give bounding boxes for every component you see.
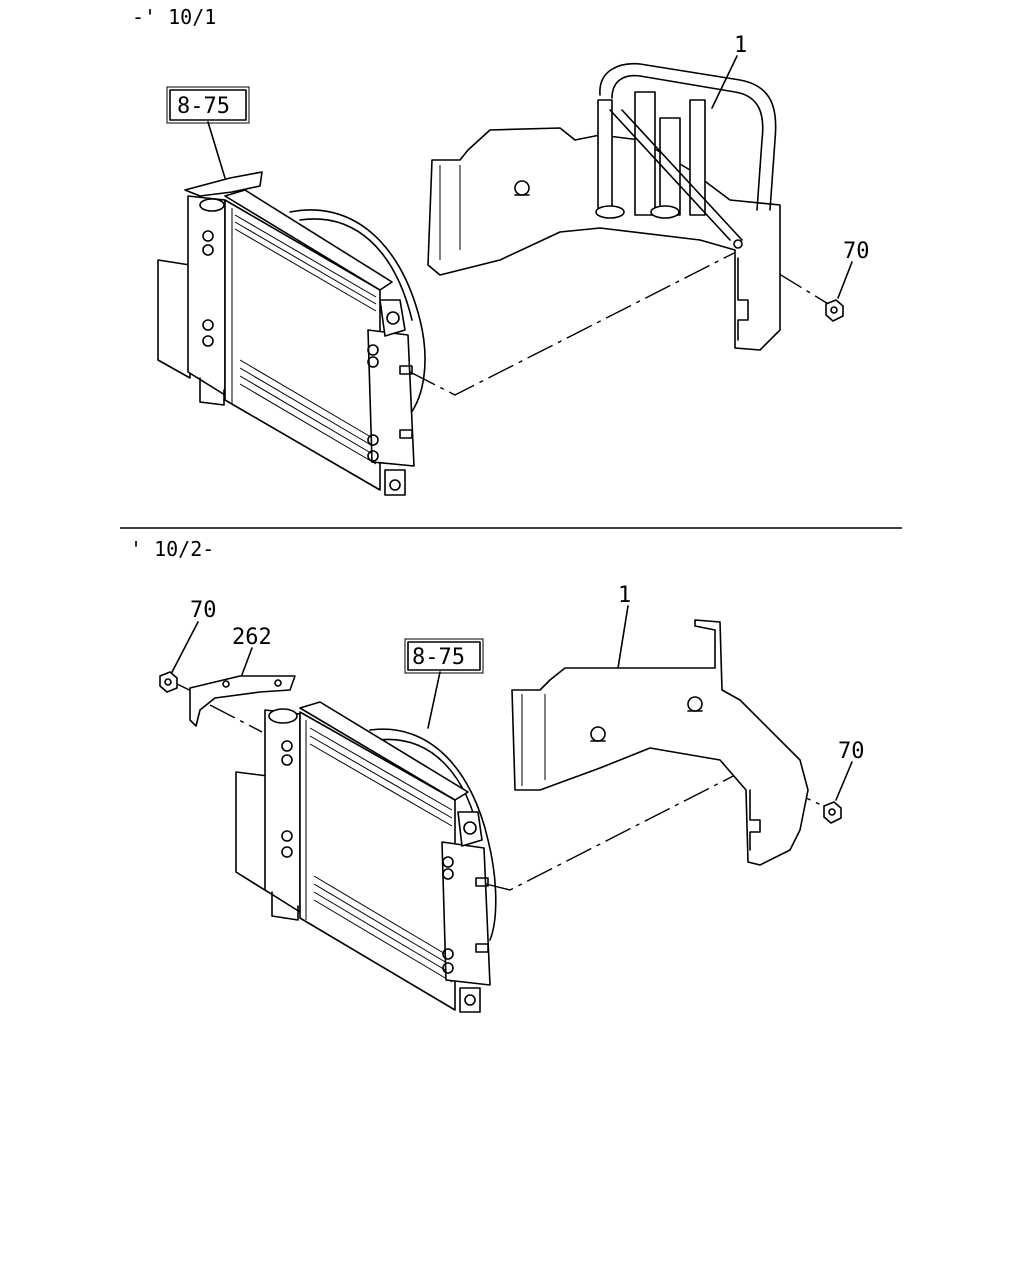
bottom-nut-70-right: 70 bbox=[823, 739, 865, 824]
bottom-mount-line bbox=[485, 769, 746, 891]
top-reference-label: 8-75 bbox=[177, 94, 230, 119]
top-mount-line bbox=[409, 249, 741, 396]
bottom-reference-label: 8-75 bbox=[412, 645, 465, 670]
bottom-variant-label: ' 10/2- bbox=[130, 537, 214, 561]
bottom-nut-right-callout: 70 bbox=[838, 739, 865, 764]
top-bracket-1: 1 bbox=[427, 33, 781, 351]
bottom-section: ' 10/2- 70 262 8-75 bbox=[130, 537, 865, 1013]
top-variant-label: -' 10/1 bbox=[132, 5, 216, 29]
bottom-nut-left-callout: 70 bbox=[190, 598, 217, 623]
bottom-bracket-1: 1 bbox=[511, 583, 809, 866]
bottom-radiator bbox=[235, 701, 497, 1013]
top-bracket-callout: 1 bbox=[734, 33, 747, 58]
bottom-bracket-262: 262 bbox=[189, 625, 296, 733]
bottom-small-bracket-callout: 262 bbox=[232, 625, 272, 650]
top-nut-70: 70 bbox=[825, 239, 870, 322]
top-section: -' 10/1 8-75 bbox=[132, 5, 870, 496]
bottom-reference-box: 8-75 bbox=[404, 638, 484, 729]
top-nut-callout: 70 bbox=[843, 239, 870, 264]
top-reference-box: 8-75 bbox=[166, 86, 250, 179]
bottom-nut-70-left: 70 bbox=[159, 598, 217, 701]
top-radiator bbox=[157, 171, 426, 496]
bottom-bracket-callout: 1 bbox=[618, 583, 631, 608]
